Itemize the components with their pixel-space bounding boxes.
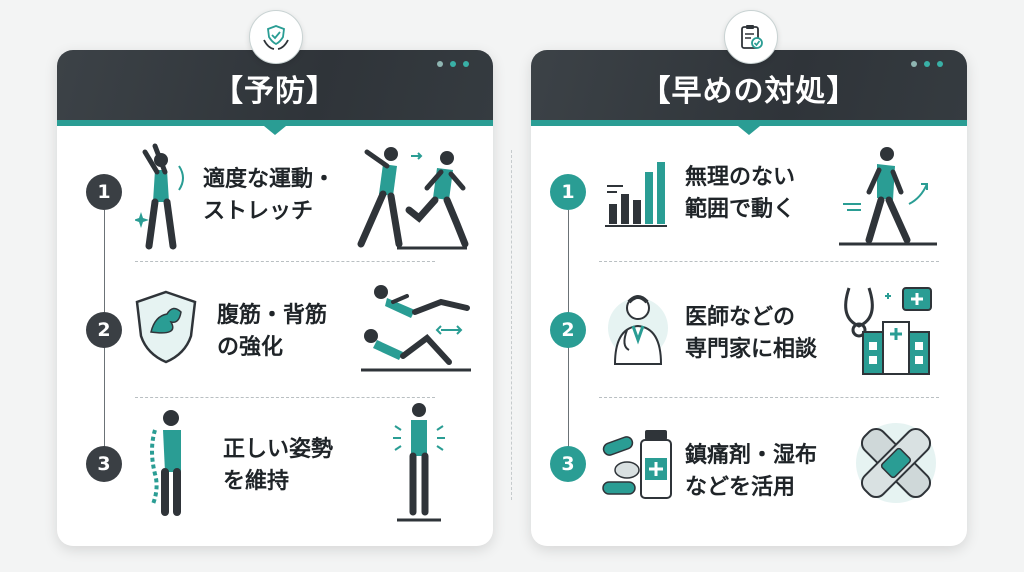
header-dots bbox=[437, 61, 469, 67]
clipboard-check-icon bbox=[724, 10, 778, 64]
header-dots bbox=[911, 61, 943, 67]
standing-woman-icon bbox=[393, 403, 445, 522]
step-number: 3 bbox=[86, 446, 122, 482]
item-label: 正しい姿勢 を維持 bbox=[223, 437, 334, 494]
separator bbox=[599, 397, 939, 398]
stretch-and-run-icon bbox=[357, 147, 469, 250]
step-number: 2 bbox=[550, 312, 586, 348]
posture-spine-icon bbox=[150, 410, 181, 516]
doctor-icon bbox=[608, 295, 668, 365]
item-label: 適度な運動・ ストレッチ bbox=[203, 167, 336, 224]
muscle-shield-icon bbox=[135, 290, 197, 364]
step-number: 2 bbox=[86, 312, 122, 348]
hospital-stethoscope-icon bbox=[844, 287, 932, 375]
prevention-title: 【予防】 bbox=[213, 74, 337, 109]
step-number: 1 bbox=[550, 174, 586, 210]
shield-hands-icon bbox=[249, 10, 303, 64]
item-label: 鎮痛剤・湿布 などを活用 bbox=[685, 443, 818, 500]
early-care-card: 【早めの対処】 1 無理のない 範囲で動く 2 医師などの 専門家に相談 bbox=[531, 50, 967, 546]
abdominal-exercise-icon bbox=[361, 285, 471, 372]
item-label: 医師などの 専門家に相談 bbox=[685, 305, 818, 362]
bar-graph-icon bbox=[605, 162, 667, 227]
prevention-card: 【予防】 1 適度な運動・ ストレッチ 2 腹筋・背筋 の強化 bbox=[57, 50, 493, 546]
step-number: 3 bbox=[550, 446, 586, 482]
stretching-woman-icon bbox=[135, 143, 184, 250]
walking-man-icon bbox=[839, 147, 937, 246]
separator bbox=[135, 397, 435, 398]
item-label: 腹筋・背筋 の強化 bbox=[217, 303, 328, 360]
center-divider bbox=[511, 150, 512, 500]
early-care-title: 【早めの対処】 bbox=[640, 74, 858, 109]
separator bbox=[135, 261, 435, 262]
step-number: 1 bbox=[86, 174, 122, 210]
compress-bandage-icon bbox=[856, 423, 936, 503]
separator bbox=[599, 261, 939, 262]
medicine-pills-icon bbox=[602, 430, 672, 499]
item-label: 無理のない 範囲で動く bbox=[685, 165, 796, 222]
